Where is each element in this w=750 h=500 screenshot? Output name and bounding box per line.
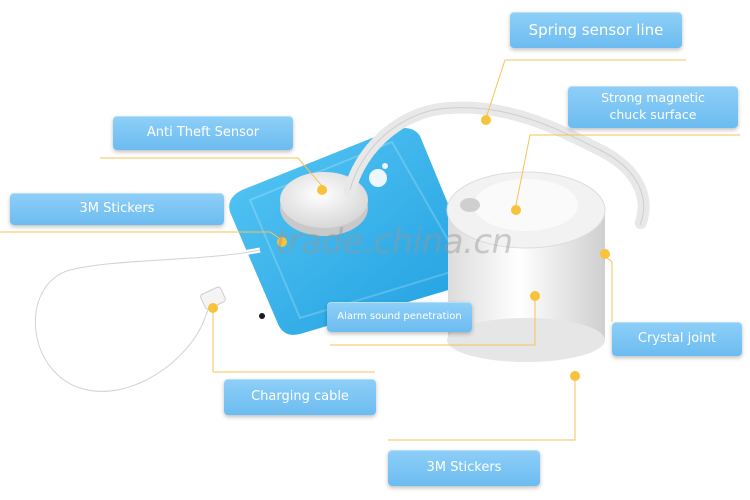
label-3m-stickers-bottom: 3M Stickers <box>388 450 540 486</box>
apple-logo-icon <box>369 163 388 187</box>
watermark: trade.china.cn <box>275 222 513 262</box>
label-charging-cable: Charging cable <box>224 379 376 415</box>
callout-lines <box>0 59 740 441</box>
label-strong-magnetic-chuck: Strong magnetic chuck surface <box>568 86 738 128</box>
charging-cable <box>33 247 261 394</box>
label-3m-stickers-left: 3M Stickers <box>10 193 224 225</box>
label-spring-sensor-line: Spring sensor line <box>510 12 682 48</box>
callout-dots <box>208 115 610 381</box>
label-anti-theft-sensor: Anti Theft Sensor <box>113 116 293 150</box>
label-alarm-sound: Alarm sound penetration <box>327 302 472 332</box>
base-stand <box>446 171 606 362</box>
phone-port-icon <box>259 313 265 319</box>
label-crystal-joint: Crystal joint <box>612 322 742 356</box>
